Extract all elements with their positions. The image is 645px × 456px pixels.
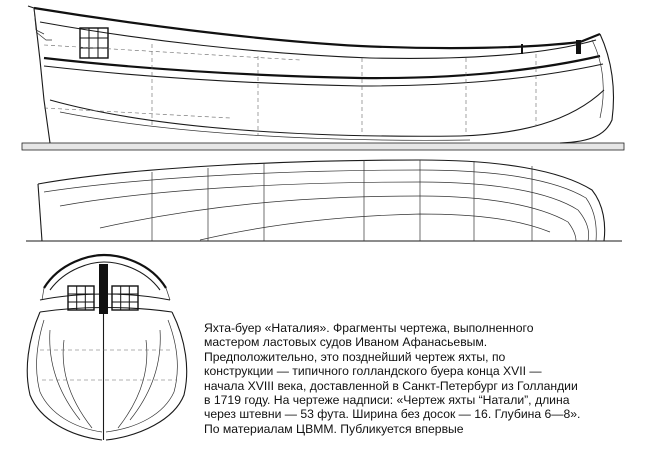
wale-strake bbox=[43, 54, 601, 80]
stern-window-left bbox=[67, 285, 95, 311]
sheer-line bbox=[33, 6, 601, 50]
caption-line: в 1719 году. На чертеже надписи: «Чертеж… bbox=[204, 393, 570, 408]
hull-bottom bbox=[49, 89, 605, 137]
hull-side-right bbox=[105, 311, 188, 441]
side-profile-view bbox=[21, 5, 625, 151]
sternpost bbox=[27, 5, 51, 144]
transom-arch bbox=[43, 253, 167, 289]
drawing-caption: Яхта-буер «Наталия». Фрагменты чертежа, … bbox=[204, 321, 636, 436]
rudder-post bbox=[99, 264, 108, 314]
stem bbox=[559, 33, 614, 144]
stern-view bbox=[26, 253, 188, 441]
hull-side-left bbox=[26, 311, 103, 441]
caption-line: начала XVIII века, доставленной в Санкт-… bbox=[204, 378, 578, 393]
keel-base bbox=[21, 142, 625, 151]
caption-line: Предположительно, это позднейший чертеж … bbox=[204, 349, 506, 364]
deck-outline bbox=[37, 159, 606, 242]
caption-line: конструкции — типичного голландского буе… bbox=[204, 364, 542, 379]
caption-line: По материалам ЦВММ. Публикуется впервые bbox=[204, 421, 464, 436]
caption-line: мастером ластовых судов Иваном Афанасьев… bbox=[204, 335, 488, 350]
half-breadth-view bbox=[26, 159, 622, 242]
caption-line: через штевни — 53 фута. Ширина без досок… bbox=[204, 407, 581, 422]
stern-window-right bbox=[111, 285, 139, 311]
caption-line: Яхта-буер «Наталия». Фрагменты чертежа, … bbox=[204, 321, 534, 335]
